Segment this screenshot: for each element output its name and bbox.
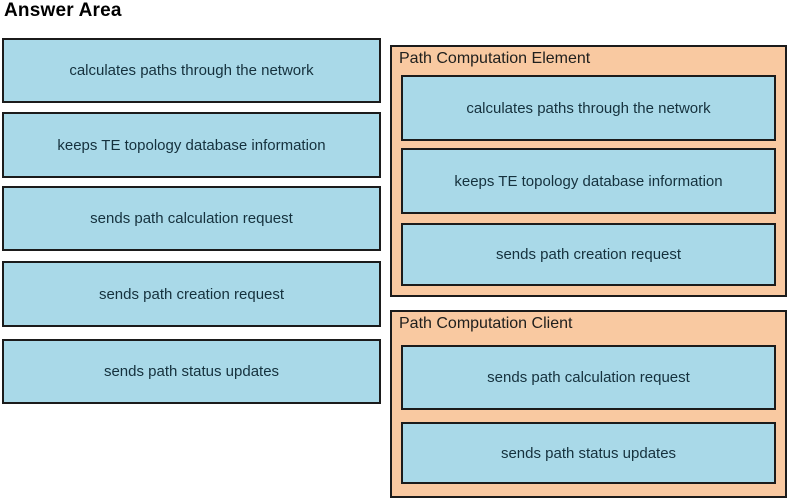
dropped-item[interactable]: calculates paths through the network	[401, 75, 776, 141]
drag-item[interactable]: sends path calculation request	[2, 186, 381, 251]
drop-group-path-computation-client[interactable]: Path Computation Client sends path calcu…	[390, 310, 787, 498]
drop-group-label: Path Computation Element	[399, 50, 591, 67]
drop-group-label: Path Computation Client	[399, 315, 573, 332]
dropped-item[interactable]: sends path creation request	[401, 223, 776, 286]
drag-item[interactable]: sends path status updates	[2, 339, 381, 404]
dropped-item[interactable]: sends path status updates	[401, 422, 776, 484]
drag-item[interactable]: sends path creation request	[2, 261, 381, 327]
drag-item[interactable]: keeps TE topology database information	[2, 112, 381, 178]
drop-group-path-computation-element[interactable]: Path Computation Element calculates path…	[390, 45, 787, 297]
page-title: Answer Area	[4, 0, 122, 21]
dropped-item[interactable]: keeps TE topology database information	[401, 148, 776, 214]
drag-item[interactable]: calculates paths through the network	[2, 38, 381, 103]
dropped-item[interactable]: sends path calculation request	[401, 345, 776, 410]
